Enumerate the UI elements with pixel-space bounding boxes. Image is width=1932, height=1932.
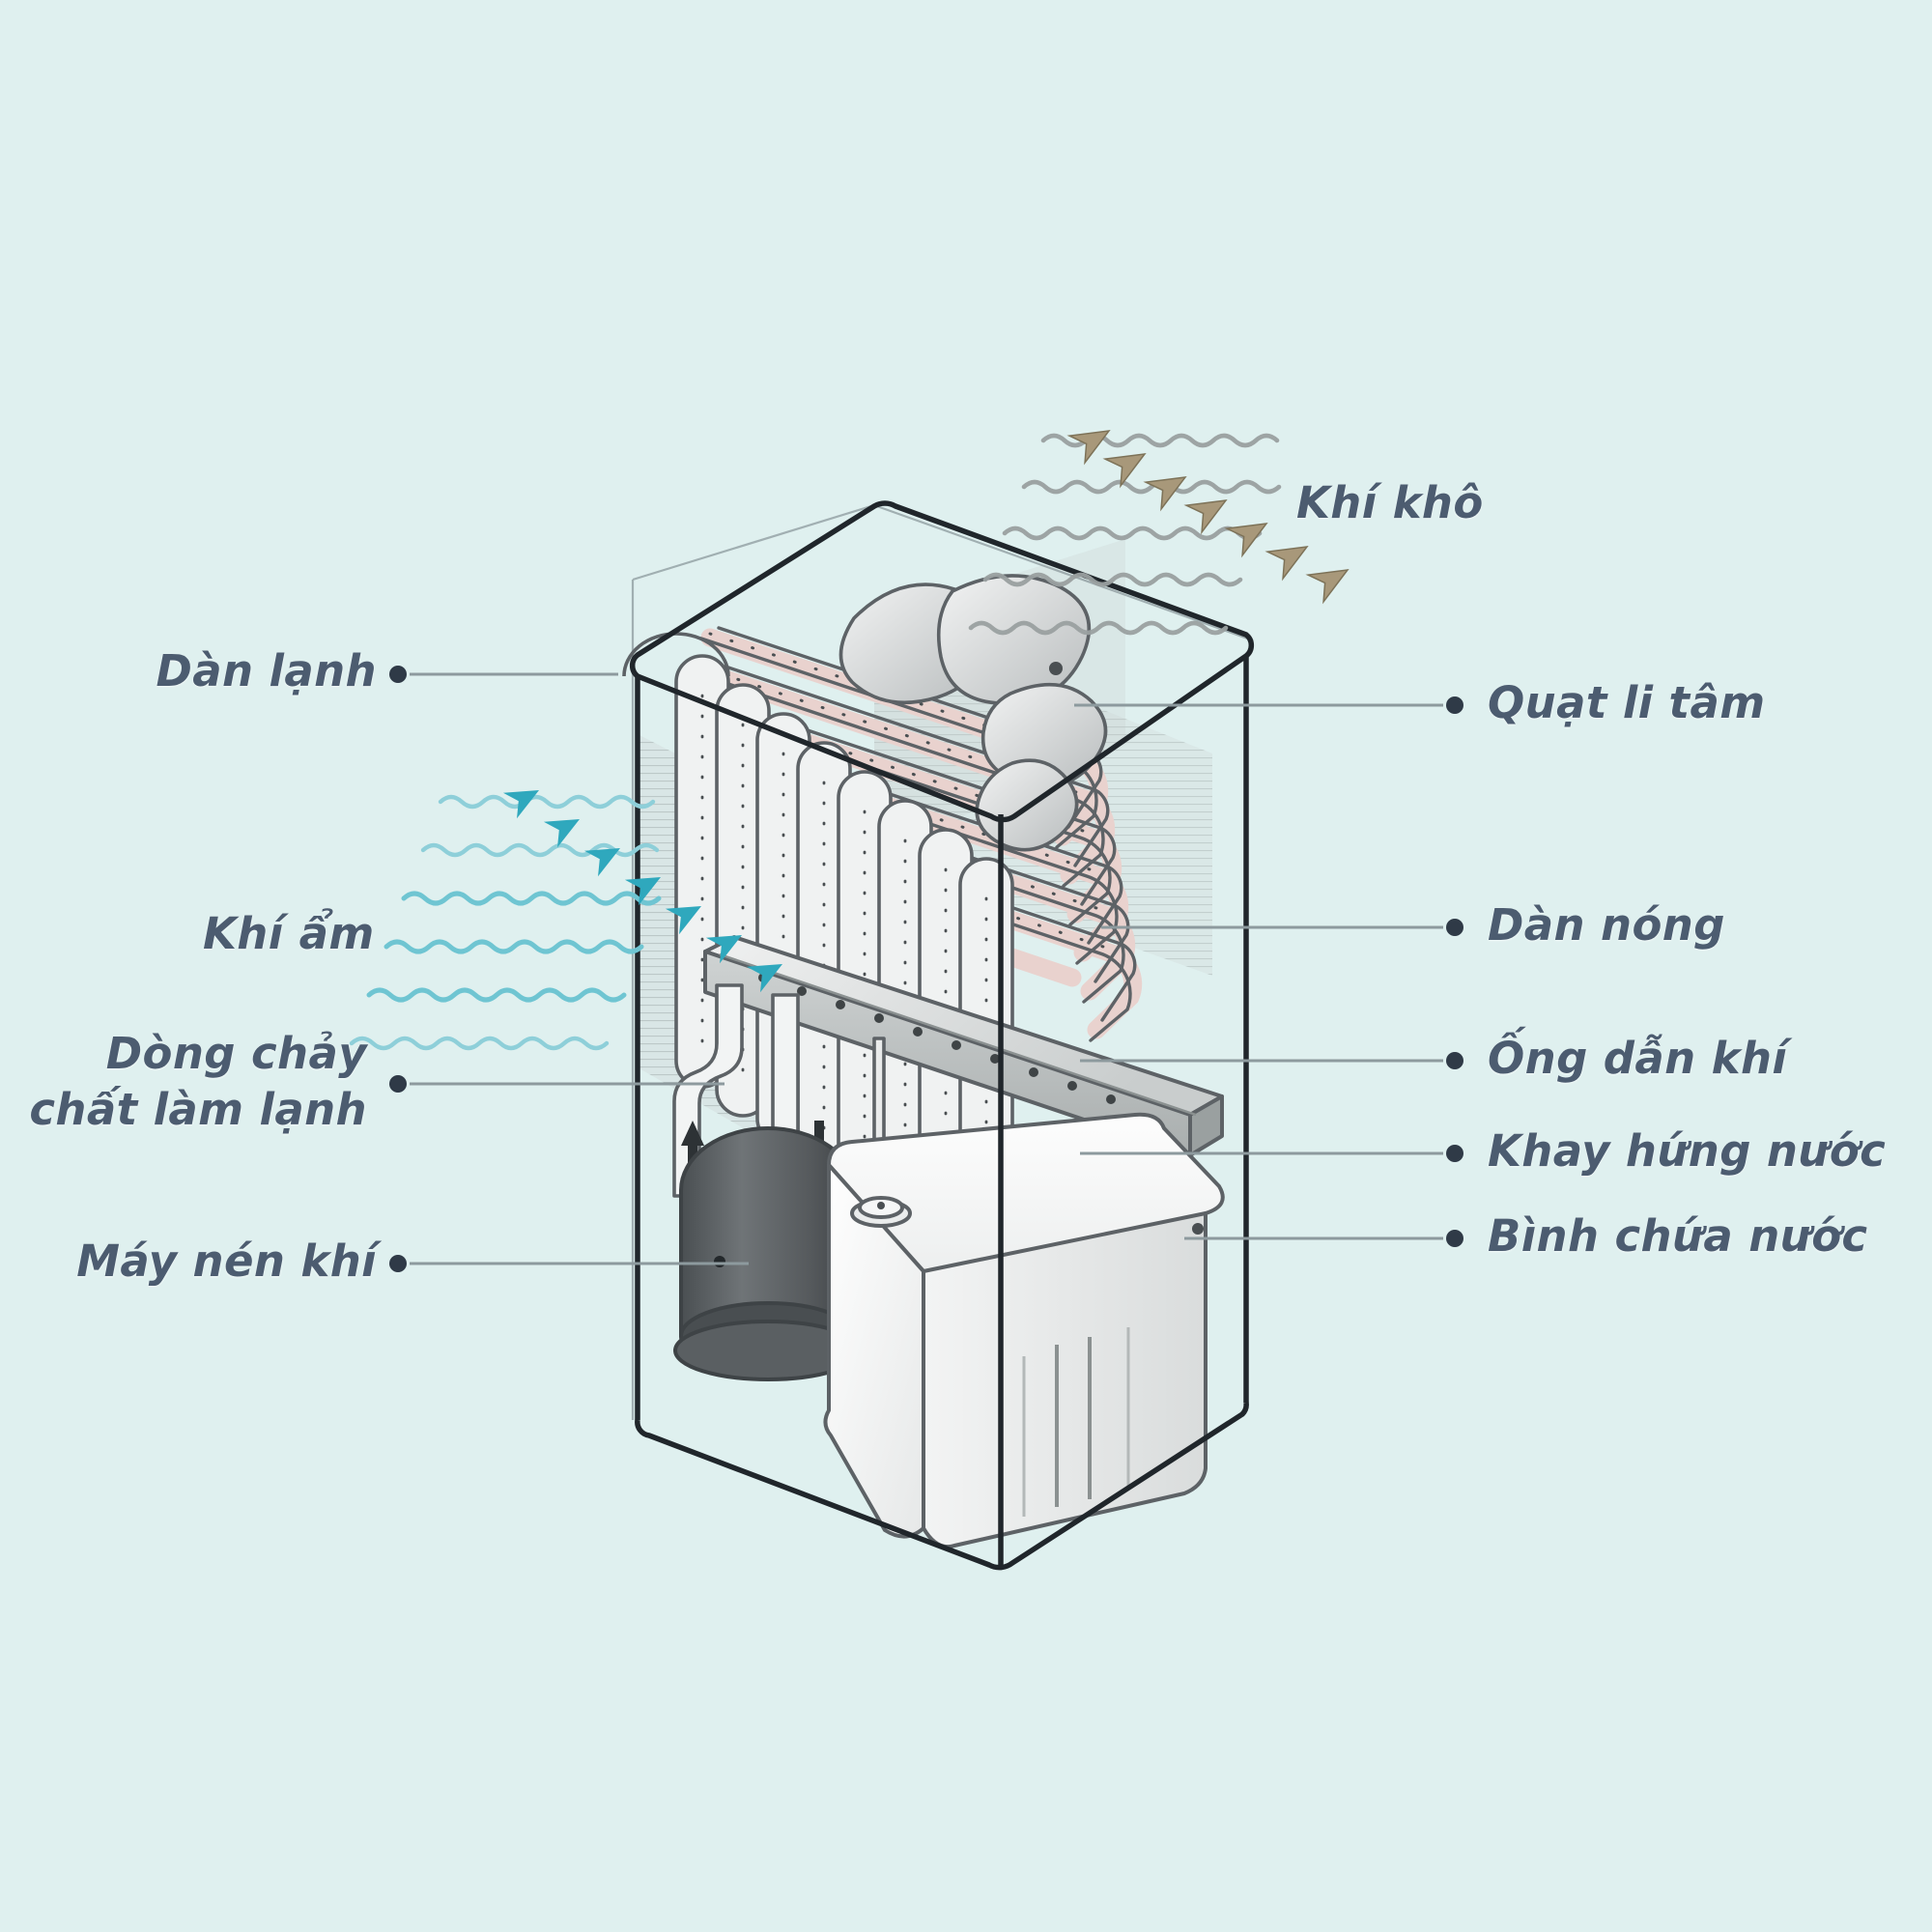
- water-tank: [823, 1112, 1225, 1549]
- callout-label-binh-chua-nuoc: Bình chứa nước: [1488, 1210, 1868, 1263]
- humid-air-arrows: [349, 790, 782, 1051]
- compressor: [673, 1126, 863, 1381]
- leader-dot-quat-li-tam: [1446, 696, 1463, 714]
- callout-label-may-nen-khi: Máy nén khí: [76, 1236, 377, 1288]
- leader-dot-dong-chay-chat-lam-lanh: [389, 1075, 407, 1093]
- callout-label-quat-li-tam: Quạt li tâm: [1488, 677, 1766, 729]
- callout-label-dan-nong: Dàn nóng: [1488, 899, 1725, 952]
- callout-label-khay-hung-nuoc: Khay hứng nước: [1488, 1125, 1887, 1178]
- callout-leader-lines: [389, 666, 1463, 1272]
- leader-dot-dan-lanh: [389, 666, 407, 683]
- flow-label-khi-kho: Khí khô: [1296, 477, 1484, 528]
- flow-label-khi-am: Khí ẩm: [203, 908, 375, 959]
- centrifugal-fan: [838, 574, 1108, 852]
- dry-air-arrows: [968, 430, 1350, 636]
- callout-label-dan-lanh: Dàn lạnh: [156, 645, 377, 697]
- leader-dot-khay-hung-nuoc: [1446, 1145, 1463, 1162]
- leader-dot-may-nen-khi: [389, 1255, 407, 1272]
- callout-label-dong-chay-chat-lam-lanh: Dòng chảy chất làm lạnh: [29, 1028, 367, 1135]
- leader-dot-ong-dan-khi: [1446, 1052, 1463, 1069]
- callout-label-ong-dan-khi: Ống dẫn khí: [1488, 1033, 1788, 1085]
- leader-dot-binh-chua-nuoc: [1446, 1230, 1463, 1247]
- cabinet-outline: [629, 500, 1255, 1571]
- cabinet-back-edges: [631, 503, 1254, 1420]
- leader-dot-dan-nong: [1446, 919, 1463, 936]
